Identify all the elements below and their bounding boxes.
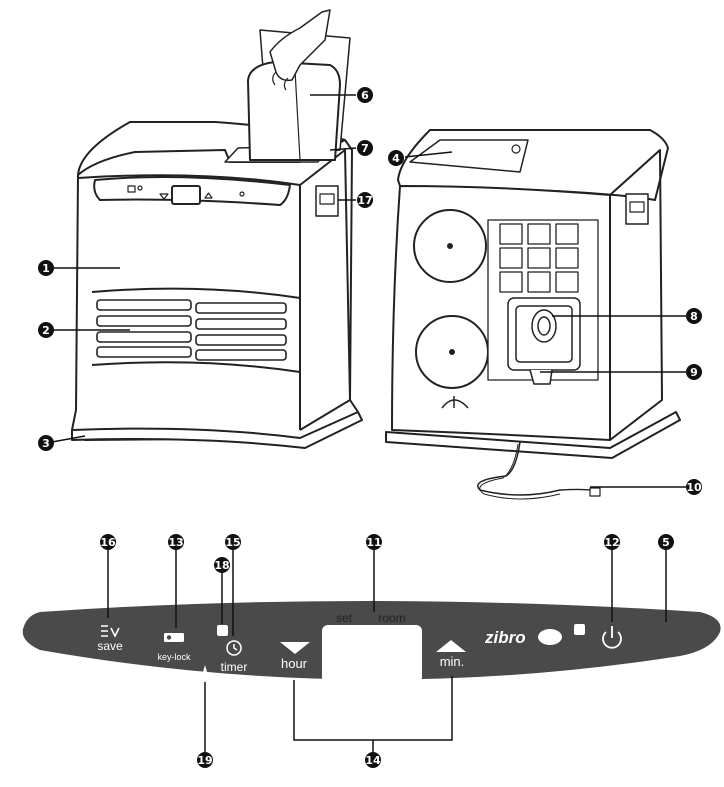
callout-11: 11 (366, 534, 382, 550)
hour-label: hour (281, 656, 308, 671)
callout-17: 17 (357, 192, 373, 208)
svg-text:7: 7 (361, 142, 369, 155)
min-button[interactable]: min. (436, 640, 466, 669)
keylock-label: key-lock (157, 652, 191, 662)
leader-lines-panel (107, 550, 667, 752)
save-icon (101, 625, 120, 638)
callout-3: 3 (38, 435, 54, 451)
svg-text:6: 6 (361, 89, 369, 102)
svg-text:12: 12 (604, 536, 619, 549)
svg-text:10: 10 (686, 481, 702, 494)
callout-5: 5 (658, 534, 674, 550)
callouts: 1 2 3 4 6 7 17 8 9 10 16 13 15 18 11 12 … (38, 87, 702, 768)
callout-2: 2 (38, 322, 54, 338)
svg-text:5: 5 (662, 536, 670, 549)
timer-button[interactable]: timer (221, 640, 248, 674)
svg-text:17: 17 (357, 194, 372, 207)
svg-text:19: 19 (197, 754, 212, 767)
rear-base (385, 411, 681, 459)
front-grille (96, 299, 287, 361)
room-sensor (202, 665, 208, 682)
key-icon (164, 633, 184, 642)
svg-text:15: 15 (225, 536, 240, 549)
callout-19: 19 (197, 752, 213, 768)
callout-15: 15 (225, 534, 241, 550)
callout-4: 4 (388, 150, 404, 166)
svg-text:4: 4 (392, 152, 400, 165)
fuel-tank (247, 9, 351, 161)
keylock-button[interactable]: key-lock (157, 633, 191, 662)
callout-6: 6 (357, 87, 373, 103)
hour-button[interactable]: hour (280, 642, 310, 671)
svg-text:14: 14 (365, 754, 381, 767)
callout-1: 1 (38, 260, 54, 276)
callout-7: 7 (357, 140, 373, 156)
timer-indicator-light (217, 625, 228, 636)
svg-text:8: 8 (690, 310, 698, 323)
save-label: save (97, 639, 123, 653)
callout-14: 14 (365, 752, 381, 768)
save-button[interactable]: save (97, 625, 123, 653)
timer-icon (226, 640, 242, 656)
callout-12: 12 (604, 534, 620, 550)
front-heater (71, 121, 363, 449)
brand-text: zibro (484, 628, 526, 647)
rear-filter-module (507, 297, 581, 385)
min-label: min. (440, 654, 465, 669)
svg-text:11: 11 (366, 536, 381, 549)
callout-16: 16 (100, 534, 116, 550)
svg-text:1: 1 (42, 262, 50, 275)
power-icon (602, 626, 622, 649)
brand-logo: zibro (484, 628, 562, 647)
callout-18: 18 (214, 557, 230, 573)
callout-13: 13 (168, 534, 184, 550)
display-screen (322, 625, 422, 683)
rear-heater (385, 129, 681, 500)
timer-label: timer (221, 660, 248, 674)
arrow-down-icon (280, 642, 310, 654)
svg-text:9: 9 (690, 366, 698, 379)
arrow-up-icon (436, 640, 466, 652)
svg-text:3: 3 (42, 437, 50, 450)
display: set room (322, 611, 422, 683)
set-label: set (336, 611, 353, 625)
svg-text:18: 18 (214, 559, 229, 572)
leader-lines-upper (51, 94, 686, 488)
callout-8: 8 (686, 308, 702, 324)
power-button[interactable] (602, 626, 622, 649)
callout-9: 9 (686, 364, 702, 380)
hand-icon (269, 9, 331, 82)
svg-text:16: 16 (100, 536, 116, 549)
callout-10: 10 (686, 479, 702, 495)
rear-top-lid (409, 139, 529, 173)
power-indicator-light (574, 624, 585, 635)
svg-text:2: 2 (42, 324, 50, 337)
svg-text:13: 13 (168, 536, 183, 549)
front-base (71, 411, 363, 449)
room-label: room (378, 611, 405, 625)
front-display (171, 185, 201, 205)
